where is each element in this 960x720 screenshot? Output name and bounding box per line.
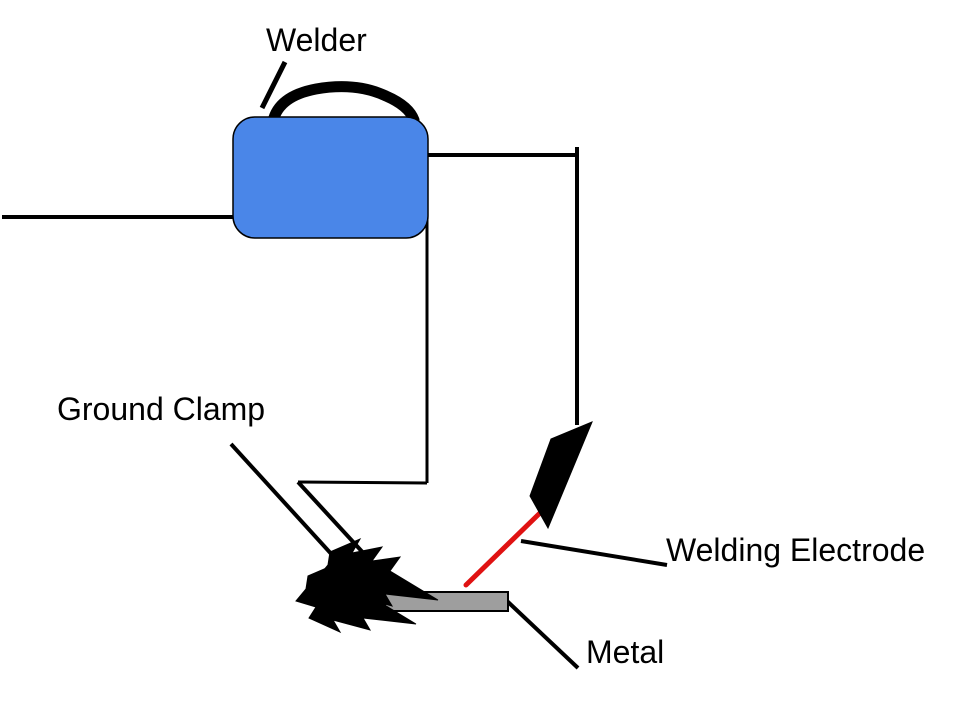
ground-cable-horizontal: [297, 480, 428, 485]
ground-clamp-lower-jaw: [295, 561, 417, 634]
welder-label-line: [259, 60, 288, 110]
ground-clamp-label-line: [229, 442, 347, 571]
electrode-holder: [529, 421, 593, 530]
welder-body: [232, 116, 429, 239]
metal-label-line: [505, 599, 580, 670]
welder-label: Welder: [266, 22, 367, 58]
welding-electrode-label: Welding Electrode: [666, 532, 926, 568]
welding-electrode-label-line: [520, 539, 668, 567]
welder-handle: [267, 81, 420, 127]
ground-clamp-label: Ground Clamp: [57, 391, 266, 427]
welding-electrode-stick: [463, 509, 544, 588]
metal-label: Metal: [586, 634, 665, 670]
